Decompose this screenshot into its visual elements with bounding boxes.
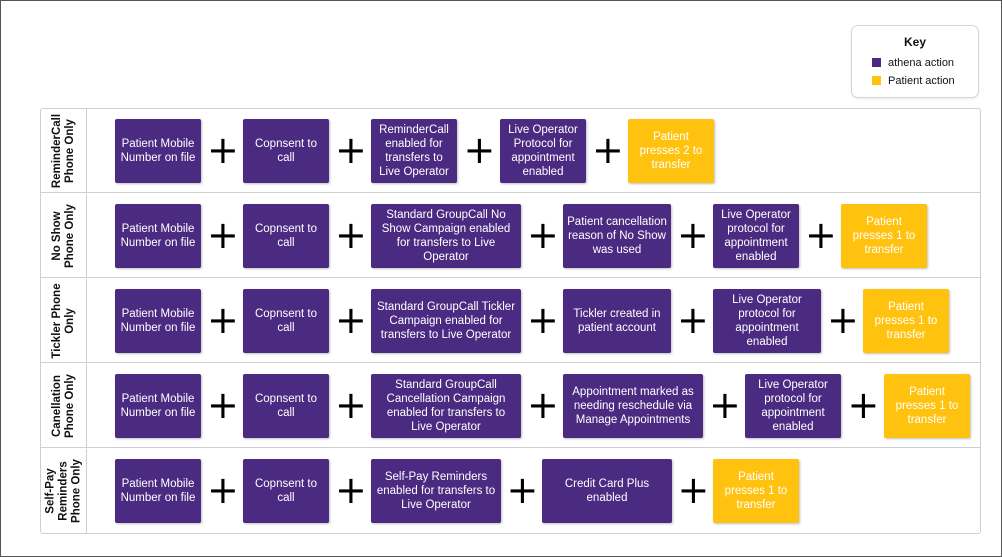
athena-action-box: Tickler created in patient account — [563, 289, 671, 353]
workflow-row: Canellation Phone Only Patient Mobile Num… — [41, 364, 980, 448]
plus-operator: + — [463, 128, 496, 172]
row-label-text: Self-Pay Reminders Phone Only — [44, 459, 82, 523]
row-label: Self-Pay Reminders Phone Only — [41, 449, 87, 533]
athena-action-box: Copnsent to call — [243, 119, 329, 183]
plus-operator: + — [527, 383, 559, 427]
plus-operator: + — [335, 298, 367, 342]
plus-operator: + — [207, 128, 239, 172]
athena-action-box: Standard GroupCall No Show Campaign enab… — [371, 204, 521, 268]
athena-action-box: Standard GroupCall Tickler Campaign enab… — [371, 289, 521, 353]
plus-operator: + — [677, 468, 710, 512]
athena-action-box: Credit Card Plus enabled — [542, 459, 672, 523]
athena-action-box: Standard GroupCall Cancellation Campaign… — [371, 374, 521, 438]
legend-swatch-athena — [872, 58, 881, 67]
athena-action-box: Patient cancellation reason of No Show w… — [563, 204, 671, 268]
athena-action-box: Patient Mobile Number on file — [115, 289, 201, 353]
workflow-row: No Show Phone Only Patient Mobile Number … — [41, 194, 980, 278]
row-label: No Show Phone Only — [41, 194, 87, 278]
row-label: ReminderCall Phone Only — [41, 109, 87, 193]
athena-action-box: Patient Mobile Number on file — [115, 119, 201, 183]
plus-operator: + — [527, 298, 559, 342]
plus-operator: + — [827, 298, 859, 342]
plus-operator: + — [335, 468, 367, 512]
plus-operator: + — [506, 468, 539, 512]
patient-action-box: Patient presses 2 to transfer — [628, 119, 714, 183]
legend-key: Key athena action Patient action — [851, 25, 979, 98]
plus-operator: + — [207, 298, 239, 342]
plus-operator: + — [207, 383, 239, 427]
plus-operator: + — [207, 213, 239, 257]
patient-action-box: Patient presses 1 to transfer — [713, 459, 799, 523]
workflow-row: ReminderCall Phone Only Patient Mobile Nu… — [41, 109, 980, 193]
athena-action-box: Copnsent to call — [243, 374, 329, 438]
plus-operator: + — [677, 298, 709, 342]
row-label-text: Tickler Phone Only — [50, 283, 76, 359]
patient-action-box: Patient presses 1 to transfer — [884, 374, 970, 438]
athena-action-box: Live Operator protocol for appointment e… — [713, 204, 799, 268]
athena-action-box: Copnsent to call — [243, 204, 329, 268]
athena-action-box: Live Operator Protocol for appointment e… — [500, 119, 586, 183]
patient-action-box: Patient presses 1 to transfer — [863, 289, 949, 353]
row-label-text: Canellation Phone Only — [50, 374, 76, 438]
athena-action-box: Self-Pay Reminders enabled for transfers… — [371, 459, 501, 523]
plus-operator: + — [677, 213, 709, 257]
plus-operator: + — [527, 213, 559, 257]
plus-operator: + — [709, 383, 741, 427]
row-label-text: ReminderCall Phone Only — [50, 113, 76, 189]
legend-label-athena: athena action — [888, 57, 955, 69]
plus-operator: + — [847, 383, 880, 427]
athena-action-box: Copnsent to call — [243, 459, 329, 523]
row-label: Canellation Phone Only — [41, 364, 87, 448]
legend-swatch-patient — [872, 76, 881, 85]
athena-action-box: Patient Mobile Number on file — [115, 459, 201, 523]
plus-operator: + — [335, 383, 367, 427]
plus-operator: + — [335, 128, 367, 172]
row-label: Tickler Phone Only — [41, 279, 87, 363]
plus-operator: + — [207, 468, 239, 512]
patient-action-box: Patient presses 1 to transfer — [841, 204, 927, 268]
workflow-row: Tickler Phone Only Patient Mobile Number … — [41, 279, 980, 363]
plus-operator: + — [335, 213, 367, 257]
plus-operator: + — [805, 213, 837, 257]
athena-action-box: Patient Mobile Number on file — [115, 374, 201, 438]
plus-operator: + — [592, 128, 624, 172]
legend-label-patient: Patient action — [888, 75, 955, 87]
athena-action-box: Live Operator protocol for appointment e… — [713, 289, 821, 353]
row-label-text: No Show Phone Only — [50, 204, 76, 268]
athena-action-box: Appointment marked as needing reschedule… — [563, 374, 703, 438]
athena-action-box: Live Operator protocol for appointment e… — [745, 374, 841, 438]
workflow-row: Self-Pay Reminders Phone Only Patient Mob… — [41, 449, 980, 533]
athena-action-box: Copnsent to call — [243, 289, 329, 353]
athena-action-box: Patient Mobile Number on file — [115, 204, 201, 268]
athena-action-box: ReminderCall enabled for transfers to Li… — [371, 119, 457, 183]
legend-title: Key — [903, 35, 926, 49]
